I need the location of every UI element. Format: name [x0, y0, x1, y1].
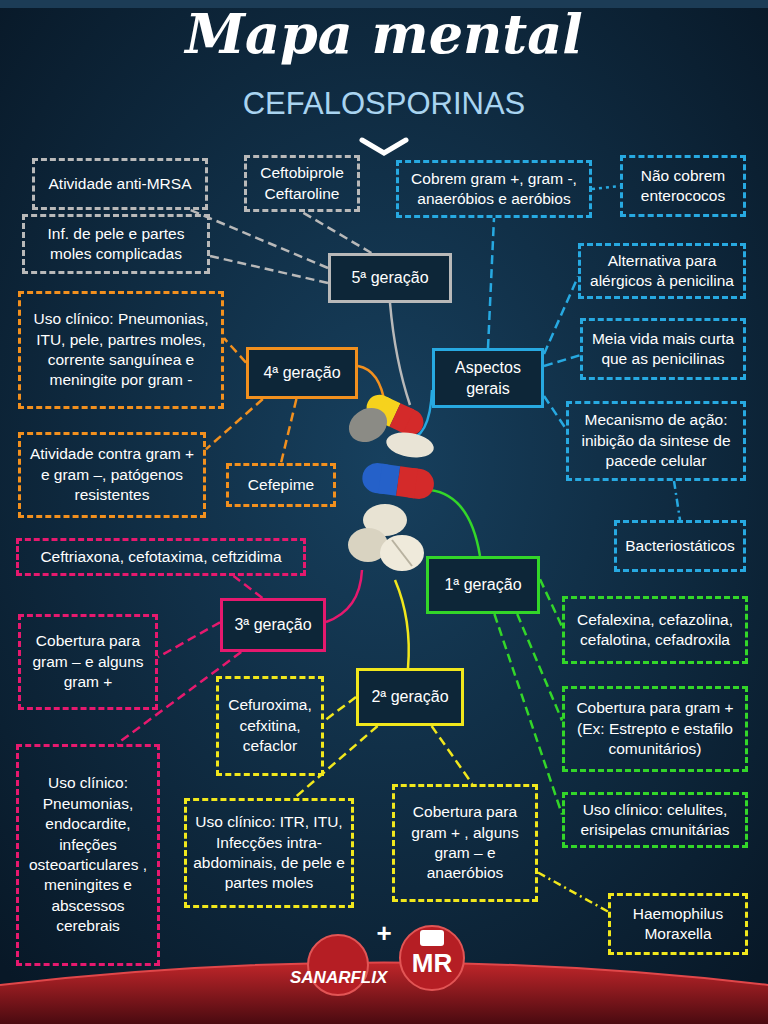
connector-line [540, 579, 562, 626]
node-text: 1ª geração [444, 574, 521, 595]
detail-box: Atividade anti-MRSA [32, 158, 208, 210]
node-text: 2ª geração [371, 686, 448, 707]
connector-line [224, 338, 246, 362]
detail-box: Cefuroxima, cefxitina, cefaclor [216, 676, 324, 776]
connector-line [295, 726, 378, 798]
node-text: Cefepime [248, 475, 314, 495]
generation-box: 2ª geração [356, 668, 464, 726]
detail-box: Inf. de pele e partes moles complicadas [22, 214, 210, 274]
node-text: Não cobrem enterococos [628, 166, 738, 207]
connector-line [432, 726, 473, 784]
connector-line [234, 576, 263, 598]
generation-box: 1ª geração [426, 556, 540, 614]
detail-box: Cobertura para gram – e alguns gram + [18, 614, 158, 710]
connector-line [674, 481, 680, 520]
detail-box: Não cobrem enterococos [620, 155, 746, 217]
detail-box: Cefepime [226, 463, 336, 507]
node-text: Cefalexina, cefazolina, cefalotina, cefa… [570, 610, 740, 651]
connector-line [324, 697, 356, 721]
detail-box: Atividade contra gram + e gram –, patóge… [18, 432, 206, 518]
connector-line [488, 218, 494, 348]
detail-box: Cobertura para gram + (Ex: Estrepto e es… [562, 686, 748, 772]
node-text: Bacteriostáticos [625, 536, 734, 556]
node-text: Ceftobiprole Ceftaroline [252, 163, 352, 204]
node-text: 4ª geração [263, 362, 340, 383]
logo-text: MR [404, 948, 460, 979]
connector-line [281, 399, 296, 463]
connector-line [517, 614, 562, 720]
detail-box: Meia vida mais curta que as penicilinas [580, 318, 746, 380]
node-text: Inf. de pele e partes moles complicadas [30, 224, 202, 265]
detail-box: Cefalexina, cefazolina, cefalotina, cefa… [562, 596, 748, 664]
node-text: Atividade contra gram + e gram –, patóge… [26, 444, 198, 505]
node-text: Alternativa para alérgicos à penicilina [586, 251, 738, 292]
detail-box: Ceftobiprole Ceftaroline [244, 155, 360, 212]
detail-box: Ceftriaxona, cefotaxima, ceftzidima [16, 538, 306, 576]
connector-line [158, 622, 220, 657]
connector-line [544, 396, 566, 429]
node-text: Cobertura para gram – e alguns gram + [26, 631, 150, 692]
generation-box: 4ª geração [246, 347, 358, 399]
logo-plus: + [372, 918, 396, 949]
node-text: Atividade anti-MRSA [48, 174, 191, 194]
node-text: Haemophilus Moraxella [616, 904, 740, 945]
connector-line [592, 186, 620, 189]
logo-text: SANARFLIX [290, 968, 386, 988]
generation-box: 5ª geração [328, 253, 452, 303]
detail-box: Cobertura para gram + , alguns gram – e … [392, 784, 538, 902]
node-text: Cefuroxima, cefxitina, cefaclor [224, 695, 316, 756]
generation-box: 3ª geração [220, 598, 326, 652]
connector-line [210, 256, 328, 283]
node-text: Meia vida mais curta que as penicilinas [588, 329, 738, 370]
detail-box: Uso clínico: ITR, ITU, Infecções intra-a… [184, 798, 354, 908]
node-text: Cobertura para gram + , alguns gram – e … [400, 802, 530, 884]
connector-line [538, 873, 608, 912]
node-text: Cobrem gram +, gram -, anaeróbios e aeró… [404, 169, 584, 210]
node-text: Ceftriaxona, cefotaxima, ceftzidima [40, 547, 281, 567]
node-text: Uso clínico: ITR, ITU, Infecções intra-a… [192, 812, 346, 894]
node-text: Cobertura para gram + (Ex: Estrepto e es… [570, 698, 740, 759]
detail-box: Haemophilus Moraxella [608, 893, 748, 955]
node-text: Mecanismo de ação: inibição da sintese d… [574, 410, 738, 471]
node-text: Uso clínico: celulites, erisipelas cmuni… [570, 800, 740, 841]
detail-box: Alternativa para alérgicos à penicilina [578, 243, 746, 299]
node-text: 5ª geração [351, 267, 428, 288]
generation-box: Aspectos gerais [432, 348, 544, 408]
node-text: Aspectos gerais [440, 357, 536, 399]
connector-line [302, 212, 371, 253]
connector-line [544, 355, 580, 366]
detail-box: Cobrem gram +, gram -, anaeróbios e aeró… [396, 160, 592, 218]
detail-box: Uso clínico: Pneumonias, ITU, pele, part… [18, 291, 224, 409]
node-text: Uso clínico: Pneumonias, endocardite, in… [24, 773, 152, 937]
detail-box: Bacteriostáticos [614, 520, 746, 572]
node-text: Uso clínico: Pneumonias, ITU, pele, part… [26, 309, 216, 391]
node-text: 3ª geração [234, 614, 311, 635]
detail-box: Uso clínico: celulites, erisipelas cmuni… [562, 792, 748, 848]
connector-line [190, 210, 328, 268]
connector-line [544, 277, 578, 354]
subtitle: CEFALOSPORINAS [0, 86, 768, 122]
detail-box: Mecanismo de ação: inibição da sintese d… [566, 401, 746, 481]
detail-box: Uso clínico: Pneumonias, endocardite, in… [16, 744, 160, 966]
page-title: Mapa mental [0, 2, 768, 66]
